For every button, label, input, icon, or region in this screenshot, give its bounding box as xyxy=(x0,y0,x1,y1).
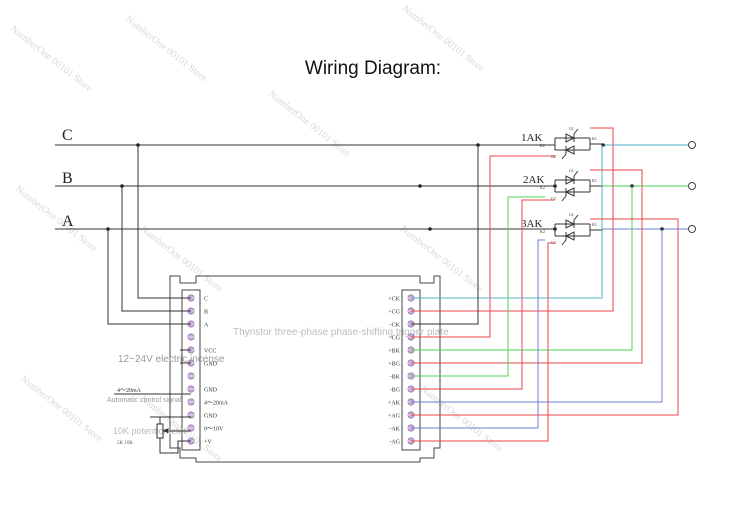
board-label: Thyristor three-phase phase-shifting tri… xyxy=(233,327,449,338)
phase-label-b: B xyxy=(62,170,73,187)
watermark: NumberOne 00101 Store xyxy=(18,374,104,445)
right-pin-label: -CG xyxy=(390,336,401,342)
potentiometer-symbol xyxy=(156,416,191,454)
right-pin-label: -AG xyxy=(389,440,400,446)
trigger-wiring xyxy=(411,127,679,442)
right-pin-label: +BG xyxy=(388,362,400,368)
watermark: NumberOne 00101 Store xyxy=(138,224,224,295)
left-terminal-strip xyxy=(181,289,201,451)
input-wiring xyxy=(107,145,191,325)
terminal-c xyxy=(688,141,696,149)
right-pin-label: +AK xyxy=(388,401,401,407)
bus-junctions xyxy=(106,143,664,231)
gate-label: G1 xyxy=(569,212,574,217)
cathode-label: K2 xyxy=(540,143,545,148)
right-pin-label: +CK xyxy=(388,297,400,303)
watermark: NumberOne 00101 Store xyxy=(266,89,352,160)
watermark: NumberOne 00101 Store xyxy=(418,384,504,455)
cathode-label: K1 xyxy=(592,222,597,227)
module-label: 2AK xyxy=(523,174,544,186)
module-label: 1AK xyxy=(521,132,542,144)
control-signal-label: Automatic control signal xyxy=(107,397,182,404)
right-pin-group: +CK +CG -CK -CG +BK +BG -BK -BG +AK +AG -AK -AG xyxy=(388,294,415,446)
gate-label: G1 xyxy=(569,126,574,131)
left-pin-label: B xyxy=(204,310,208,316)
left-pin-label: 4～20mA xyxy=(204,401,229,407)
power-annotation: 12~24V electric incense xyxy=(118,354,225,365)
left-pin-label: A xyxy=(204,323,209,329)
left-pin-label: GND xyxy=(204,388,218,394)
potentiometer-label: 10K potentiometer xyxy=(113,426,187,436)
trigger-board xyxy=(169,275,441,463)
right-pin-label: +BK xyxy=(388,349,400,355)
left-pin-label: C xyxy=(204,297,208,303)
module-label: 3AK xyxy=(521,218,542,230)
phase-label-a: A xyxy=(62,213,74,230)
right-pin-label: -BG xyxy=(390,388,401,394)
left-pin-label: 0～10V xyxy=(204,427,224,433)
cathode-label: K2 xyxy=(540,185,545,190)
phase-bus-lines xyxy=(55,144,555,230)
output-lines xyxy=(603,144,690,230)
left-pin-label: VCC xyxy=(204,349,216,355)
potentiometer-small-label: 5K 10K xyxy=(117,441,133,446)
cathode-label: K1 xyxy=(592,178,597,183)
left-pin-label: +V xyxy=(204,440,212,446)
watermark: NumberOne 00101 Store xyxy=(398,224,484,295)
gate-label: G2 xyxy=(551,196,556,201)
phase-label-c: C xyxy=(62,127,73,144)
right-pin-label: -AK xyxy=(389,427,400,433)
right-pin-label: -BK xyxy=(390,375,401,381)
terminal-b xyxy=(688,182,696,190)
cathode-label: K1 xyxy=(592,136,597,141)
gate-label: G1 xyxy=(569,168,574,173)
left-pin-label: GND xyxy=(204,414,218,420)
right-terminal-strip xyxy=(401,289,421,451)
diagram-title: Wiring Diagram: xyxy=(304,58,442,79)
left-pin-label: GND xyxy=(204,362,218,368)
right-pin-label: -CK xyxy=(390,323,401,329)
terminal-a xyxy=(688,225,696,233)
left-pin-group: C B A VCC GND GND 4～20mA GND 0～10V +V xyxy=(187,294,229,446)
right-pin-label: +AG xyxy=(388,414,401,420)
watermark: NumberOne 00101 Store xyxy=(13,184,99,255)
right-pin-label: +CG xyxy=(388,310,400,316)
cathode-label: K2 xyxy=(540,229,545,234)
current-input-label: 4～20mA xyxy=(117,388,142,394)
output-terminals xyxy=(688,141,696,233)
